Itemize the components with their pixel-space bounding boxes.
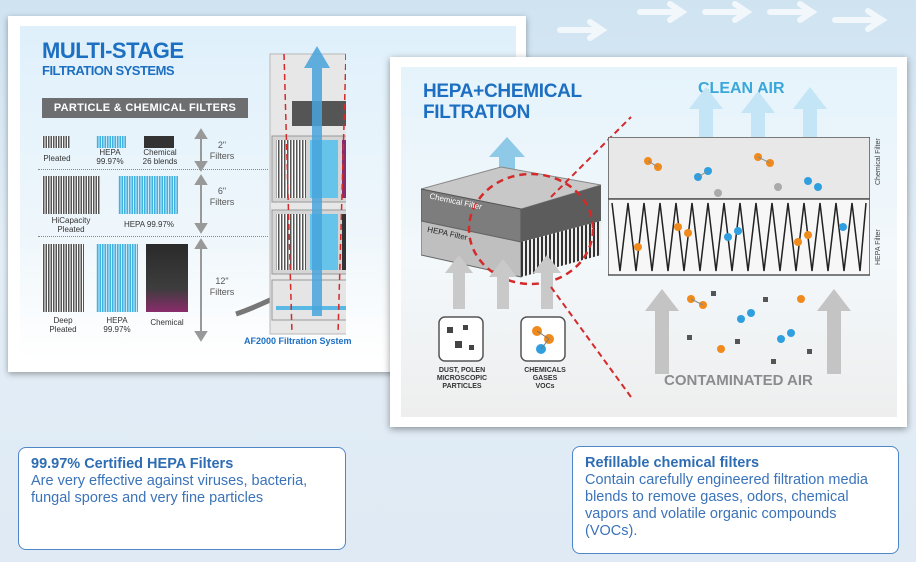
hepa-info-body: Are very effective against viruses, bact… xyxy=(31,473,308,506)
af2000-caption: AF2000 Filtration System xyxy=(244,336,352,346)
size-scale-arrows xyxy=(194,128,208,342)
hicapacity-label: HiCapacity Pleated xyxy=(51,216,91,234)
multi-stage-subtitle: FILTRATION SYSTEMS xyxy=(42,63,175,78)
pleated-swatch-2in xyxy=(42,136,70,148)
contaminated-air-label: CONTAMINATED AIR xyxy=(664,372,813,389)
hepa-label-6in: HEPA 99.97% xyxy=(123,220,175,229)
filtration-title: FILTRATION xyxy=(423,102,531,123)
legend-icons xyxy=(438,316,566,362)
chemical-info-title: Refillable chemical filters xyxy=(585,455,760,471)
chemical-label-12in: Chemical xyxy=(150,318,184,327)
af2000-unit-illustration xyxy=(235,46,346,335)
hepa-info-box: 99.97% Certified HEPA Filters Are very e… xyxy=(18,447,346,550)
particle-chemical-banner: PARTICLE & CHEMICAL FILTERS xyxy=(42,98,248,118)
hicapacity-swatch xyxy=(42,176,100,214)
row-divider-1 xyxy=(38,169,268,170)
legend-dust-label: DUST, POLEN MICROSCOPIC PARTICLES xyxy=(436,367,488,390)
hepa-swatch-2in xyxy=(96,136,126,148)
deep-pleated-swatch xyxy=(42,244,84,312)
hepa-label-12in: HEPA 99.97% xyxy=(103,316,131,334)
size-label-2in: 2" Filters xyxy=(209,140,235,161)
chemical-label-2in: Chemical 26 blends xyxy=(142,148,178,166)
multi-stage-title: MULTI-STAGE xyxy=(42,38,184,63)
legend-chemicals-label: CHEMICALS GASES VOCs xyxy=(524,367,566,390)
zoom-lines xyxy=(550,116,632,398)
hepa-chemical-inner: HEPA+CHEMICAL FILTRATION CLEAN AIR CONTA… xyxy=(401,67,897,417)
chemical-swatch-2in xyxy=(144,136,174,148)
chemical-info-box: Refillable chemical filters Contain care… xyxy=(572,446,899,554)
filter-block-3d xyxy=(421,137,602,286)
pleated-label: Pleated xyxy=(43,154,71,163)
chemical-swatch-12in xyxy=(146,244,188,312)
deep-pleated-label: Deep Pleated xyxy=(49,316,77,334)
incoming-air-arrows xyxy=(445,255,561,309)
hepa-info-title: 99.97% Certified HEPA Filters xyxy=(31,456,234,472)
size-label-12in: 12" Filters xyxy=(209,276,235,297)
size-label-6in: 6" Filters xyxy=(209,186,235,207)
clean-air-label: CLEAN AIR xyxy=(698,80,785,97)
hepa-chemical-title: HEPA+CHEMICAL xyxy=(423,81,582,102)
side-hepa-label: HEPA Filter xyxy=(875,229,882,265)
hepa-swatch-6in xyxy=(118,176,178,214)
hepa-chemical-panel: HEPA+CHEMICAL FILTRATION CLEAN AIR CONTA… xyxy=(390,57,907,427)
row-divider-2 xyxy=(38,236,268,237)
hepa-label-2in: HEPA 99.97% xyxy=(96,148,124,166)
zoomed-filter-section xyxy=(608,137,870,276)
contaminated-air-particles xyxy=(645,289,851,374)
side-chemical-label: Chemical Filter xyxy=(875,138,882,185)
hepa-swatch-12in xyxy=(96,244,138,312)
chemical-info-body: Contain carefully engineered filtration … xyxy=(585,472,868,539)
